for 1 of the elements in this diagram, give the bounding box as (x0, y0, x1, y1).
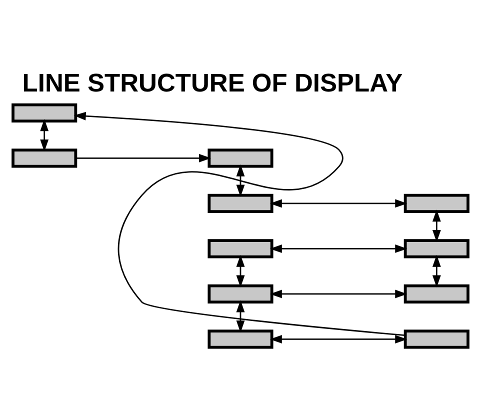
diagram-title: LINE STRUCTURE OF DISPLAY (22, 70, 403, 98)
